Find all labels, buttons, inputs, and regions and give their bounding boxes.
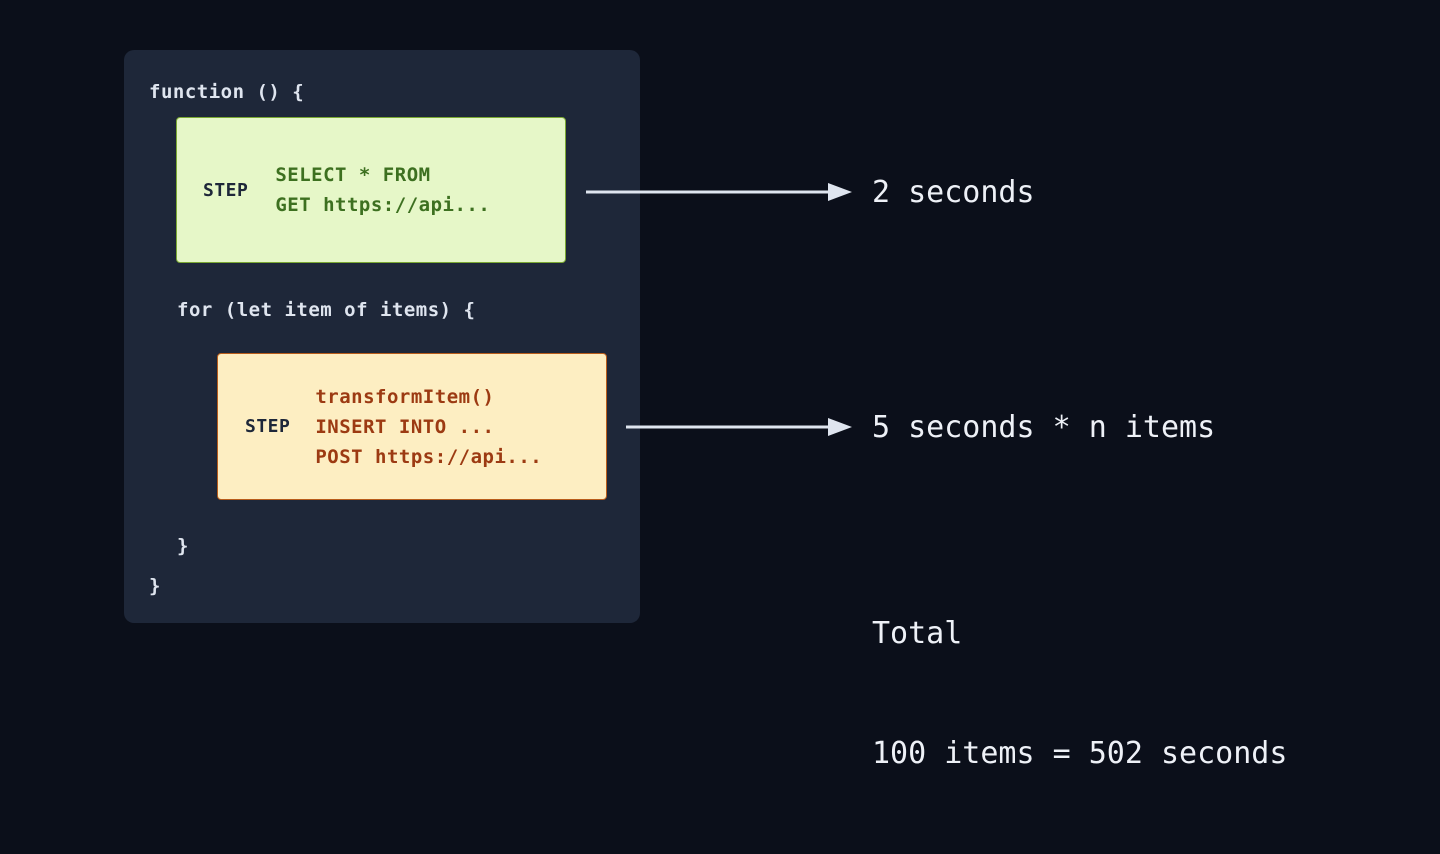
annotation-step-1-duration: 2 seconds [872,175,1035,210]
total-heading: Total [872,616,963,651]
step-body-2: transformItem() INSERT INTO ... POST htt… [315,385,543,468]
step-label-1: STEP [203,179,249,201]
step-box-2: STEP transformItem() INSERT INTO ... POS… [217,353,607,500]
step-label-2: STEP [245,416,291,437]
total-summary: Total 100 items = 502 seconds [872,534,1287,854]
code-line-for-close: } [177,535,189,557]
step-body-1: SELECT * FROM GET https://api... [275,164,491,216]
code-panel: function () { STEP SELECT * FROM GET htt… [124,50,640,623]
arrow-icon-step-2 [626,418,852,436]
code-line-function-open: function () { [149,81,305,103]
code-line-for-open: for (let item of items) { [177,299,476,321]
code-line-function-close: } [149,575,161,597]
arrow-icon-step-1 [586,183,852,201]
total-value: 100 items = 502 seconds [872,736,1288,771]
step-box-1: STEP SELECT * FROM GET https://api... [176,117,566,263]
annotation-step-2-duration: 5 seconds * n items [872,410,1216,445]
diagram-canvas: function () { STEP SELECT * FROM GET htt… [124,50,1288,771]
